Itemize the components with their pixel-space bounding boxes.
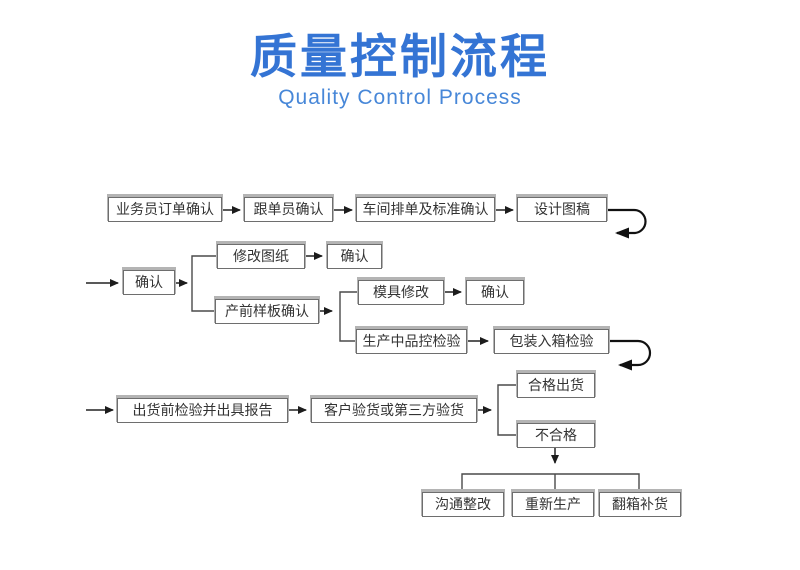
page-subtitle: Quality Control Process xyxy=(278,86,522,110)
flow-node-design-draft: 设计图稿 xyxy=(517,197,607,222)
flow-node-reproduction: 重新生产 xyxy=(512,492,594,517)
flow-node-customer-or-thirdparty-inspection: 客户验货或第三方验货 xyxy=(311,398,477,423)
flow-node-preshipment-inspection-report: 出货前检验并出具报告 xyxy=(117,398,288,423)
flow-node-salesman-order-confirm: 业务员订单确认 xyxy=(108,197,222,222)
page-title: 质量控制流程 xyxy=(250,30,550,83)
flow-node-in-production-qc-inspection: 生产中品控检验 xyxy=(356,329,467,354)
flow-node-qualified-shipment: 合格出货 xyxy=(517,373,595,398)
flow-node-unbox-replenish: 翻箱补货 xyxy=(599,492,681,517)
flow-node-confirm-3: 确认 xyxy=(466,280,524,305)
flow-node-merchandiser-confirm: 跟单员确认 xyxy=(244,197,333,222)
flow-node-confirm-1: 确认 xyxy=(123,270,175,295)
flow-node-preproduction-sample-confirm: 产前样板确认 xyxy=(215,299,319,324)
flow-node-packing-box-inspection: 包装入箱检验 xyxy=(494,329,609,354)
flow-node-communicate-rectify: 沟通整改 xyxy=(422,492,504,517)
flow-node-mold-modification: 模具修改 xyxy=(358,280,444,305)
loop-arrow-design-draft xyxy=(606,208,647,239)
flow-node-confirm-2: 确认 xyxy=(327,244,382,269)
branch-inspection-result-lines xyxy=(497,384,517,436)
flow-node-revise-drawing: 修改图纸 xyxy=(217,244,305,269)
branch-sample-lines xyxy=(339,291,358,342)
loop-arrow-packing xyxy=(608,339,652,371)
branch-remedy-lines xyxy=(461,473,640,491)
page-header: 质量控制流程 Quality Control Process xyxy=(0,0,800,110)
flow-node-workshop-schedule-confirm: 车间排单及标准确认 xyxy=(356,197,495,222)
branch-confirm-lines xyxy=(191,255,217,312)
flow-node-unqualified: 不合格 xyxy=(517,423,595,448)
